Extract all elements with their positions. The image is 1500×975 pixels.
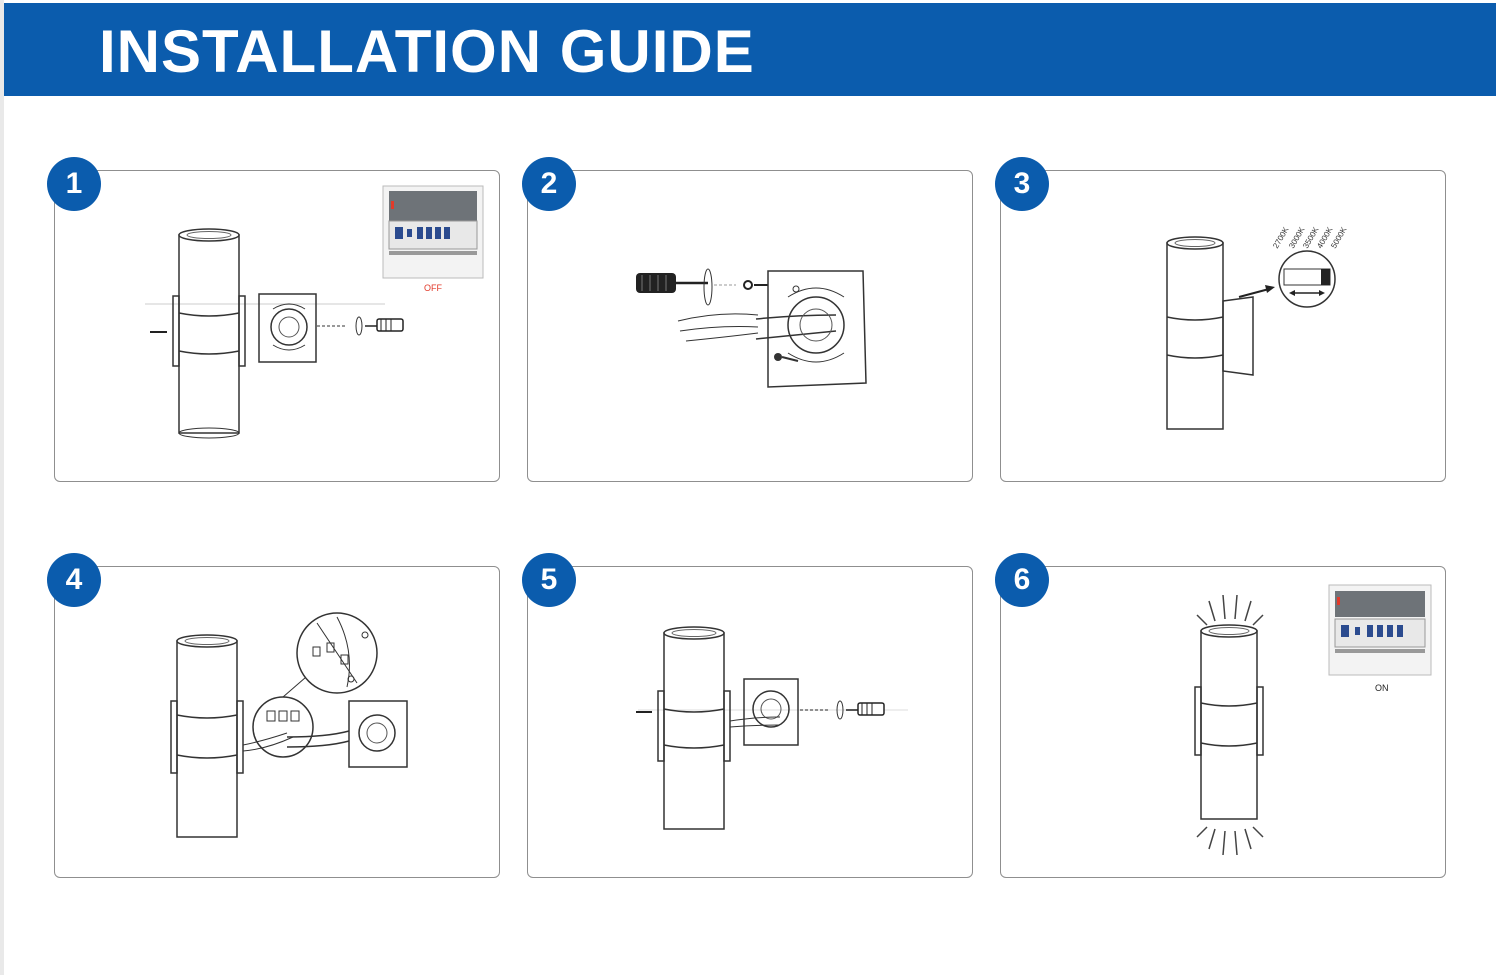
step-3-illustration bbox=[1166, 236, 1336, 430]
step-3-badge: 3 bbox=[995, 157, 1049, 211]
step-1-caption: OFF bbox=[424, 283, 442, 293]
step-1-illustration bbox=[145, 185, 484, 439]
header-banner: INSTALLATION GUIDE bbox=[4, 3, 1496, 96]
page-title: INSTALLATION GUIDE bbox=[99, 18, 755, 85]
step-3-panel: 3 2700K 3000K 3500K 4000K 5000K bbox=[995, 157, 1446, 482]
step-6-panel: 6 ON bbox=[995, 553, 1446, 878]
step-4-illustration bbox=[170, 612, 408, 838]
step-4-panel: 4 bbox=[47, 553, 500, 878]
step-2-panel: 2 bbox=[522, 157, 973, 482]
step-6-caption: ON bbox=[1375, 683, 1389, 693]
step-5-illustration bbox=[636, 626, 908, 830]
step-5-panel: 5 bbox=[522, 553, 973, 878]
step-4-badge: 4 bbox=[47, 553, 101, 607]
page-edge bbox=[0, 0, 4, 975]
step-1-badge: 1 bbox=[47, 157, 101, 211]
step-5-badge: 5 bbox=[522, 553, 576, 607]
step-2-badge: 2 bbox=[522, 157, 576, 211]
step-2-illustration bbox=[636, 268, 867, 388]
step-6-badge: 6 bbox=[995, 553, 1049, 607]
step-1-panel: 1 OFF bbox=[47, 157, 500, 482]
step-6-illustration bbox=[1194, 584, 1432, 856]
